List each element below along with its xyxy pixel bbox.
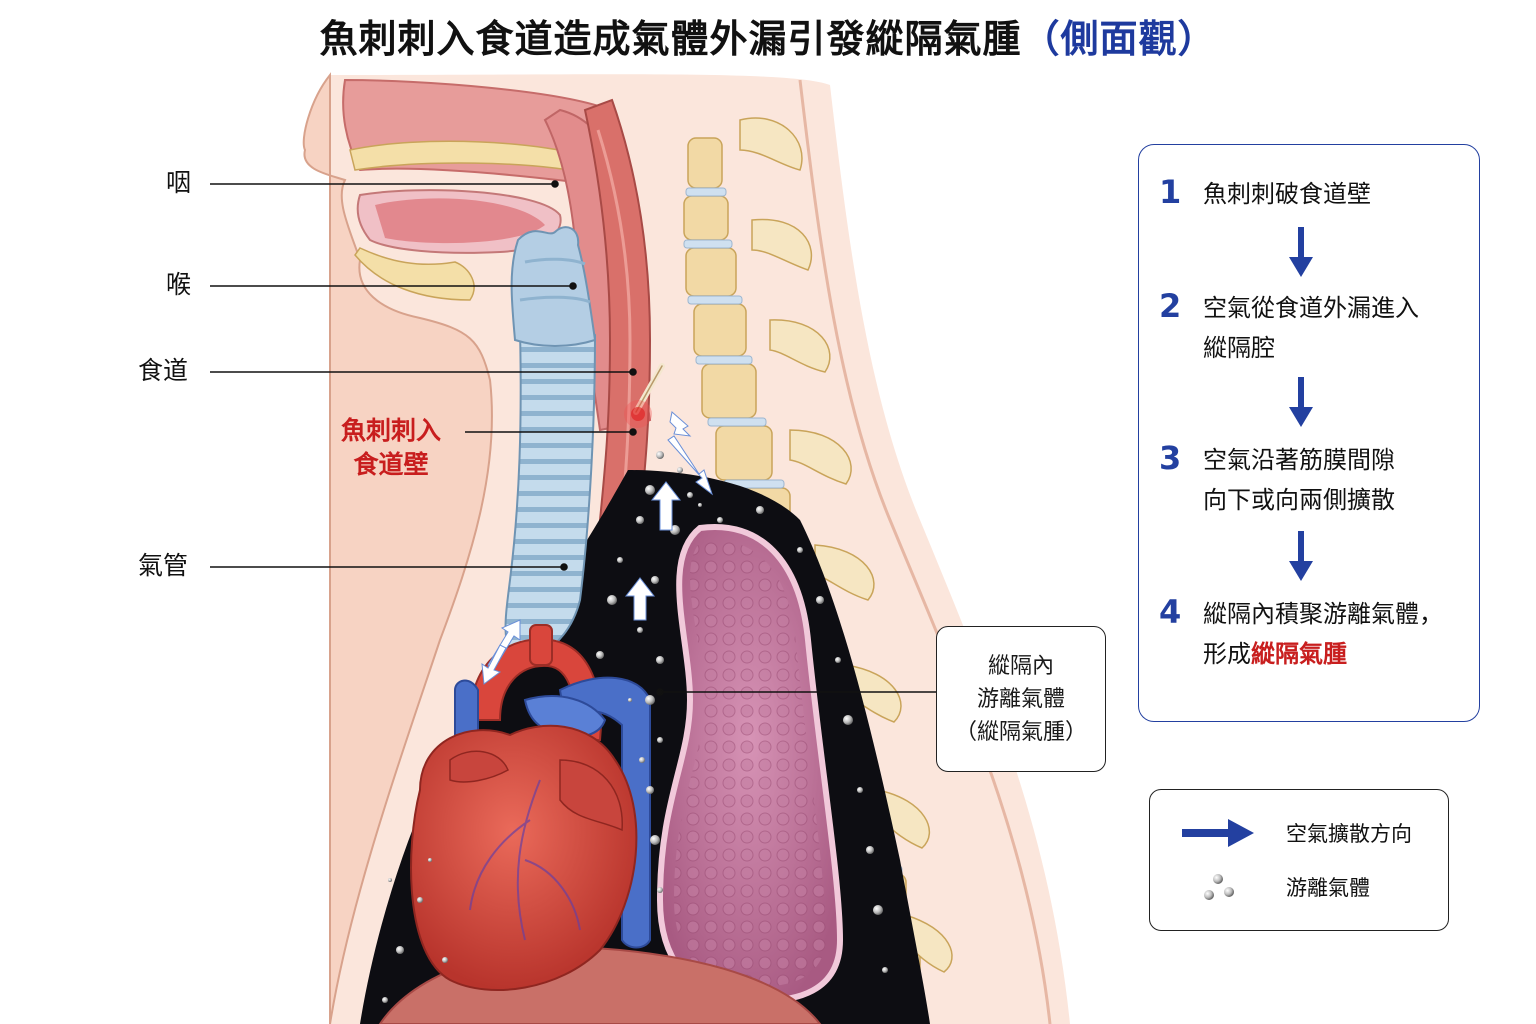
legend-bubbles-label: 游離氣體: [1286, 876, 1370, 900]
step-4-number: 4: [1159, 593, 1182, 631]
label-larynx: 喉: [166, 270, 192, 299]
step-1-text: 魚刺刺破食道壁: [1203, 175, 1371, 215]
step-3-line1: 空氣沿著筋膜間隙: [1203, 446, 1395, 474]
step-3-text: 空氣沿著筋膜間隙 向下或向兩側擴散: [1203, 441, 1395, 520]
title-accent: （側面觀）: [1021, 17, 1217, 61]
back-skin-edge: [798, 79, 1052, 1024]
step-2-line2: 縱隔腔: [1203, 333, 1275, 362]
label-trachea: 氣管: [138, 551, 189, 580]
callout-line2: 游離氣體: [976, 686, 1065, 712]
air-direction-arrows: [481, 411, 713, 685]
air-bubbles: [382, 451, 888, 1003]
step-2-number: 2: [1159, 287, 1182, 325]
step-2-line1: 空氣從食道外漏進入: [1203, 294, 1419, 322]
down-arrow-icon: [1289, 227, 1313, 277]
step-1-number: 1: [1159, 173, 1182, 211]
label-fishbone: 魚刺刺入 食道壁: [326, 414, 456, 482]
diagram-title: 魚刺刺入食道造成氣體外漏引發縱隔氣腫（側面觀）: [0, 8, 1536, 63]
spinous-processes: [739, 117, 953, 973]
bubbles-icon: [1204, 874, 1234, 900]
step-4: 4 縱隔內積聚游離氣體， 形成縱隔氣腫: [1159, 593, 1469, 674]
label-fishbone-line1: 魚刺刺入: [340, 416, 441, 445]
label-esophagus: 食道: [138, 356, 189, 385]
callout-line1: 縱隔內: [987, 653, 1054, 679]
step-2: 2 空氣從食道外漏進入 縱隔腔: [1159, 287, 1469, 368]
legend-row-arrow: 空氣擴散方向: [1178, 816, 1412, 850]
process-steps-panel: 1 魚刺刺破食道壁 2 空氣從食道外漏進入 縱隔腔 3 空氣沿著筋膜間隙 向下或…: [1138, 144, 1480, 722]
face-skin: [302, 72, 493, 1024]
down-arrow-icon: [1289, 531, 1313, 581]
leader-lines: [210, 180, 936, 696]
callout-line3: （縱隔氣腫）: [954, 719, 1087, 745]
step-3: 3 空氣沿著筋膜間隙 向下或向兩側擴散: [1159, 439, 1469, 520]
legend: 空氣擴散方向 游離氣體: [1149, 789, 1449, 931]
step-3-line2: 向下或向兩側擴散: [1203, 485, 1395, 514]
step-4-line2: 形成縱隔氣腫: [1203, 635, 1443, 675]
title-main: 魚刺刺入食道造成氣體外漏引發縱隔氣腫: [319, 17, 1022, 61]
step-2-text: 空氣從食道外漏進入 縱隔腔: [1203, 289, 1419, 368]
down-arrow-icon: [1289, 377, 1313, 427]
step-4-text: 縱隔內積聚游離氣體， 形成縱隔氣腫: [1203, 595, 1443, 674]
tongue: [375, 198, 545, 244]
step-4-line2-prefix: 形成: [1203, 639, 1251, 668]
step-4-highlight: 縱隔氣腫: [1251, 639, 1347, 668]
step-4-line1: 縱隔內積聚游離氣體，: [1203, 600, 1443, 628]
free-air-callout: 縱隔內 游離氣體 （縱隔氣腫）: [936, 626, 1106, 772]
legend-arrow-label: 空氣擴散方向: [1286, 822, 1412, 846]
legend-row-bubbles: 游離氣體: [1178, 870, 1370, 904]
step-3-number: 3: [1159, 439, 1182, 477]
label-pharynx: 咽: [166, 168, 192, 197]
step-1-line1: 魚刺刺破食道壁: [1203, 180, 1371, 208]
step-1: 1 魚刺刺破食道壁: [1159, 175, 1469, 215]
right-arrow-icon: [1182, 819, 1254, 847]
label-fishbone-line2: 食道壁: [353, 449, 429, 479]
